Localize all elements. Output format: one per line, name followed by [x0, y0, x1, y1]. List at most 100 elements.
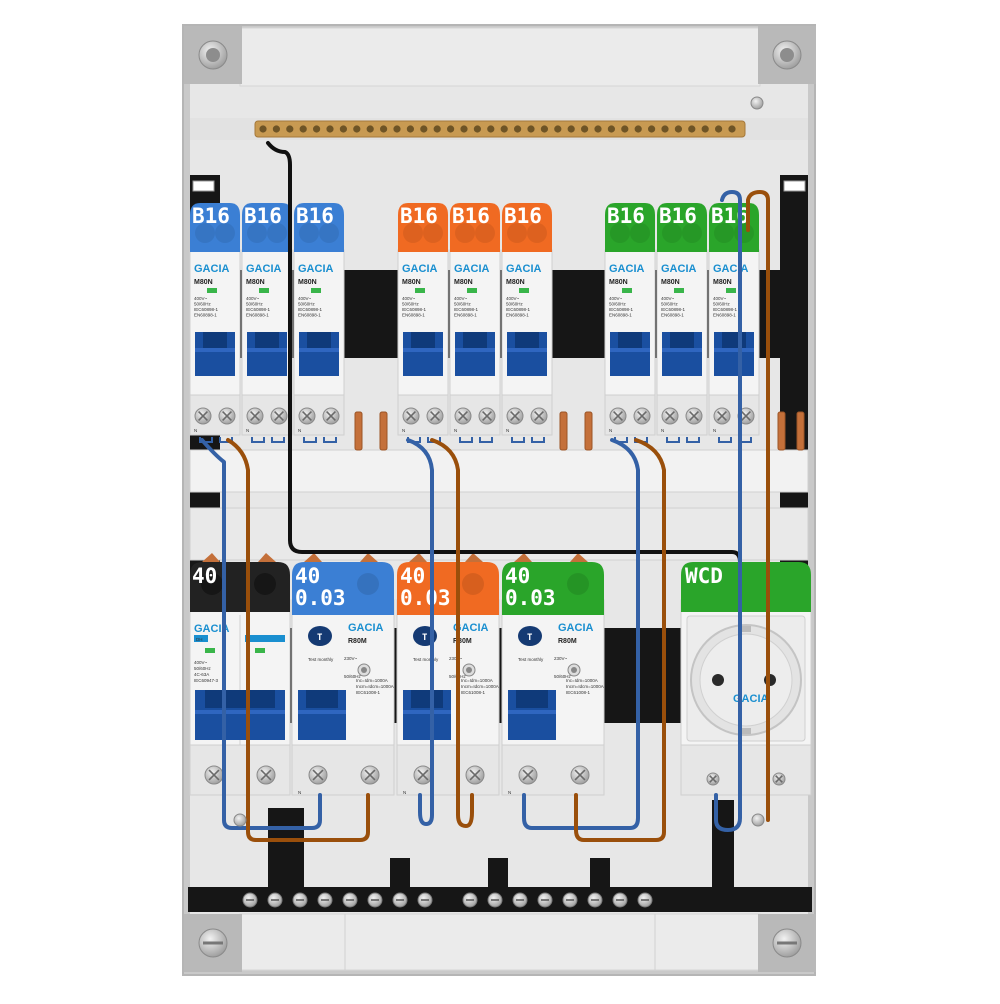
rcd-spec-line: 50/60Hz [554, 674, 572, 679]
mcb-brand: GACIA [506, 263, 542, 275]
mcb-breaker[interactable]: B16GACIAM80N400V~50/60HzIEC60898-1EN6089… [189, 203, 241, 443]
rcd-spec-line: Inc=Idm=1000A [566, 678, 598, 683]
busbar-hole [567, 125, 575, 133]
mcb-brand: GACIA [246, 263, 282, 275]
terminal-screw [360, 765, 380, 785]
busbar-hole [473, 125, 481, 133]
mcb-model: M80N [454, 279, 473, 286]
main-switch-toggle[interactable] [195, 690, 285, 740]
rcd-spec-line: IEC61008-1 [356, 690, 381, 695]
mcb-spec-line: IEC60898-1 [713, 307, 738, 312]
mcb-toggle-switch[interactable] [714, 332, 754, 376]
rcd-toggle-switch[interactable] [298, 690, 346, 740]
rcd-spec-line: 230V~ [344, 656, 358, 661]
mcb-toggle-switch[interactable] [455, 332, 495, 376]
terminal-screw [530, 407, 548, 425]
wire-blue-group2 [406, 438, 434, 826]
mcb-breaker[interactable]: B16GACIAM80N400V~50/60HzIEC60898-1EN6089… [293, 203, 345, 443]
mcb-brand: GACIA [454, 263, 490, 275]
mcb-toggle-switch[interactable] [195, 332, 235, 376]
busbar-hole [701, 125, 709, 133]
mcb-breaker[interactable]: B16GACIAM80N400V~50/60HzIEC60898-1EN6089… [604, 203, 656, 443]
terminal-screw [218, 407, 236, 425]
mcb-rating-label: B16 [659, 204, 697, 228]
terminal-screw [633, 407, 651, 425]
mcb-spec-line: 400V~ [454, 296, 468, 301]
mcb-spec-line: 50/60Hz [609, 302, 627, 307]
comb-tooth [584, 411, 593, 451]
mcb-toggle-switch[interactable] [403, 332, 443, 376]
mcb-toggle-switch[interactable] [610, 332, 650, 376]
busbar-hole [514, 125, 522, 133]
terminal-screw [465, 765, 485, 785]
mcb-toggle-switch[interactable] [507, 332, 547, 376]
mcb-toggle-switch[interactable] [662, 332, 702, 376]
mcb-breaker[interactable]: B16GACIAM80N400V~50/60HzIEC60898-1EN6089… [241, 203, 293, 443]
test-button-symbol: T [317, 633, 323, 643]
wiring [200, 141, 770, 842]
rcd-brand: GACIA [453, 622, 489, 634]
mcb-spec-line: IEC60898-1 [661, 307, 686, 312]
rcd-toggle-switch[interactable] [403, 690, 451, 740]
rcd-test-button[interactable]: T [308, 626, 332, 646]
rcd-toggle-switch[interactable] [508, 690, 556, 740]
busbar-hole [313, 125, 321, 133]
mcb-model: M80N [609, 279, 628, 286]
mcb-toggle-switch[interactable] [299, 332, 339, 376]
copper-comb-busbar [354, 411, 805, 451]
busbar-hole [339, 125, 347, 133]
mcb-breaker[interactable]: B16GACIAM80N400V~50/60HzIEC60898-1EN6089… [501, 203, 553, 443]
rcd-test-button[interactable]: T [518, 626, 542, 646]
mcb-colored-cap [450, 203, 500, 252]
busbar-hole [728, 125, 736, 133]
busbar-hole [715, 125, 723, 133]
rcd-model: R80M [558, 638, 577, 645]
rcd-sensitivity-label: 0.03 [295, 586, 346, 610]
neutral-marker: N [609, 428, 612, 433]
comb-tooth [559, 411, 568, 451]
mcb-brand: GACIA [713, 263, 749, 275]
mcb-breaker[interactable]: B16GACIAM80N400V~50/60HzIEC60898-1EN6089… [708, 203, 760, 443]
main-switch-brand: GACIA [194, 623, 230, 635]
terminal-screw [402, 407, 420, 425]
busbar-hole [366, 125, 374, 133]
busbar-hole [661, 125, 669, 133]
terminal-screw [772, 772, 786, 786]
mcb-brand: GACIA [402, 263, 438, 275]
comb-tooth [777, 411, 786, 451]
rcd-spec-line: Inc=Idm=1000A [356, 678, 388, 683]
mcb-breaker[interactable]: B16GACIAM80N400V~50/60HzIEC60898-1EN6089… [449, 203, 501, 443]
busbar-hole [460, 125, 468, 133]
neutral-marker: N [194, 428, 197, 433]
mcb-model: M80N [194, 279, 213, 286]
terminal-screw [204, 765, 224, 785]
mcb-breaker[interactable]: B16GACIAM80N400V~50/60HzIEC60898-1EN6089… [656, 203, 708, 443]
rcd-spec-line: Inc=Idm=1000A [461, 678, 493, 683]
mcb-spec-line: 400V~ [194, 296, 208, 301]
mcb-breaker[interactable]: B16GACIAM80N400V~50/60HzIEC60898-1EN6089… [397, 203, 449, 443]
rcd-spec-line: 230V~ [554, 656, 568, 661]
status-indicator [519, 288, 529, 293]
terminal-screw [706, 772, 720, 786]
status-indicator [674, 288, 684, 293]
terminal-screw [256, 765, 276, 785]
busbar-hole [621, 125, 629, 133]
status-indicator [726, 288, 736, 293]
terminal-screw [506, 407, 524, 425]
busbar-hole [326, 125, 334, 133]
busbar-hole [433, 125, 441, 133]
mcb-spec-line: 50/60Hz [506, 302, 524, 307]
mcb-colored-cap [242, 203, 292, 252]
busbar-hole [554, 125, 562, 133]
busbar-hole [674, 125, 683, 133]
mcb-spec-line: IEC60898-1 [609, 307, 634, 312]
mcb-spec-line: 50/60Hz [402, 302, 420, 307]
main-switch-spec-line: 50/60Hz [194, 666, 212, 671]
mcb-toggle-switch[interactable] [247, 332, 287, 376]
